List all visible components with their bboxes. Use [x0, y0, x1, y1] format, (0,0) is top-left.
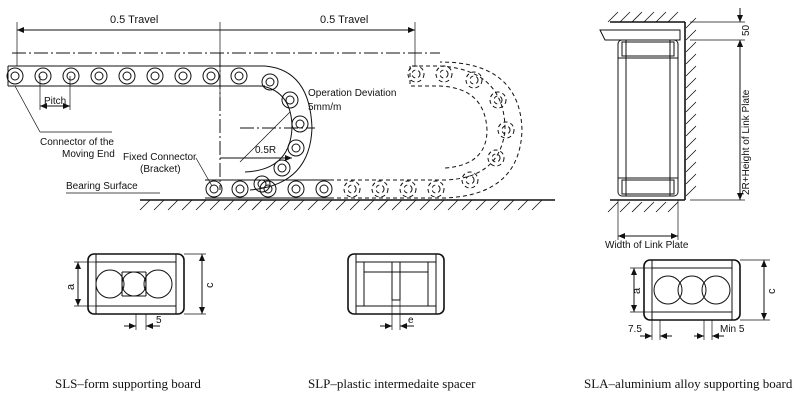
chain-link: [231, 180, 249, 198]
sls-dim-c: c: [204, 282, 216, 288]
chain-link-pin: [178, 71, 188, 81]
chain-diagram: 0.5 Travel 0.5 Travel: [6, 14, 555, 211]
travel-right-label: 0.5 Travel: [320, 14, 368, 26]
chain-link: [281, 91, 299, 109]
chain-upper-straight: [7, 65, 265, 87]
chain-link: [174, 67, 192, 85]
chain-link-pin: [319, 184, 329, 194]
chain-link: [427, 180, 445, 198]
slp-caption: SLP–plastic intermedaite spacer: [308, 376, 476, 391]
chain-links-upper: [6, 67, 248, 85]
chain-link-pin: [265, 77, 275, 87]
bearing-surface-label: Bearing Surface: [66, 181, 138, 192]
sla-dim-7-5: 7.5: [628, 324, 642, 335]
chain-link-pin: [491, 153, 501, 163]
chain-link: [230, 67, 248, 85]
chain-links-lower: [205, 180, 333, 198]
chain-link-pin: [291, 184, 301, 194]
chain-lower-straight: [205, 179, 330, 199]
chain-link-pin: [403, 184, 413, 194]
chain-link: [253, 175, 271, 193]
chain-link: [205, 180, 223, 198]
chain-link-pin: [295, 119, 305, 129]
chain-link: [461, 171, 479, 189]
chain-link: [118, 67, 136, 85]
chain-link: [407, 65, 425, 83]
chain-link: [6, 67, 24, 85]
dimension-height-label: 2R+Height of Link Plate: [741, 89, 752, 195]
chain-link: [273, 159, 291, 177]
dimension-50-label: 50: [741, 24, 752, 36]
chain-link-pin: [235, 184, 245, 194]
chain-link-pin: [285, 95, 295, 105]
chain-link-pin: [469, 75, 479, 85]
chain-link-pin: [347, 184, 357, 194]
sla-dim-c: c: [766, 288, 778, 294]
chain-link: [34, 67, 52, 85]
chain-link-pin: [38, 71, 48, 81]
chain-bend: [244, 65, 313, 191]
fixed-connector-label: Fixed Connector (Bracket): [123, 152, 199, 175]
chain-link-pin: [277, 163, 287, 173]
chain-link: [489, 91, 507, 109]
width-link-plate-label: Width of Link Plate: [605, 240, 689, 251]
slp-dim-e: e: [408, 315, 414, 326]
chain-link-pin: [493, 95, 503, 105]
chain-link: [435, 65, 453, 83]
sls-dim-5: 5: [156, 315, 162, 326]
chain-link: [343, 180, 361, 198]
chain-link-pin: [431, 184, 441, 194]
chain-link-pin: [66, 71, 76, 81]
chain-link-pin: [439, 69, 449, 79]
sla-board: a c 7.5 Min 5 SLA–aluminium alloy suppor…: [584, 259, 793, 391]
chain-link-pin: [206, 71, 216, 81]
chain-link: [259, 180, 277, 198]
chain-link: [465, 71, 483, 89]
chain-link-pin: [465, 175, 475, 185]
chain-link: [371, 180, 389, 198]
chain-link-pin: [411, 69, 421, 79]
chain-link: [287, 139, 305, 157]
chain-link-pin: [375, 184, 385, 194]
chain-link: [399, 180, 417, 198]
chain-links-dashed: [343, 65, 515, 198]
chain-link-pin: [122, 71, 132, 81]
travel-left-label: 0.5 Travel: [110, 14, 158, 26]
chain-link-pin: [263, 184, 273, 194]
mounting-diagram: 50 2R+Height of Link Plate Width of Link…: [599, 8, 752, 251]
sls-board: a c 5 SLS–form supporting board: [55, 253, 216, 391]
chain-link: [487, 149, 505, 167]
chain-link-pin: [150, 71, 160, 81]
bearing-surface: [139, 199, 555, 211]
sls-caption: SLS–form supporting board: [55, 376, 201, 391]
chain-link-pin: [291, 143, 301, 153]
connector-moving-end-label: Connector of the Moving End: [40, 137, 117, 160]
chain-link-pin: [234, 71, 244, 81]
chain-link-pin: [94, 71, 104, 81]
operation-deviation-label: Operation Deviation 5mm/m: [308, 88, 399, 113]
chain-links-bend: [253, 73, 309, 193]
chain-link: [497, 121, 515, 139]
chain-link: [261, 73, 279, 91]
chain-link: [62, 67, 80, 85]
sls-dim-a: a: [65, 283, 77, 290]
sla-dim-a: a: [631, 287, 643, 294]
chain-link-pin: [501, 125, 511, 135]
chain-link: [287, 180, 305, 198]
chain-link: [146, 67, 164, 85]
slp-board: e SLP–plastic intermedaite spacer: [308, 253, 476, 391]
chain-link: [315, 180, 333, 198]
chain-link: [90, 67, 108, 85]
sla-dim-min5: Min 5: [720, 324, 745, 335]
pitch-label: Pitch: [44, 96, 66, 107]
chain-link-pin: [209, 184, 219, 194]
radius-label: 0.5R: [255, 145, 276, 156]
chain-link: [291, 115, 309, 133]
chain-link-pin: [10, 71, 20, 81]
sla-caption: SLA–aluminium alloy supporting board: [584, 376, 793, 391]
chain-dashed-position: [330, 61, 523, 199]
chain-link: [202, 67, 220, 85]
